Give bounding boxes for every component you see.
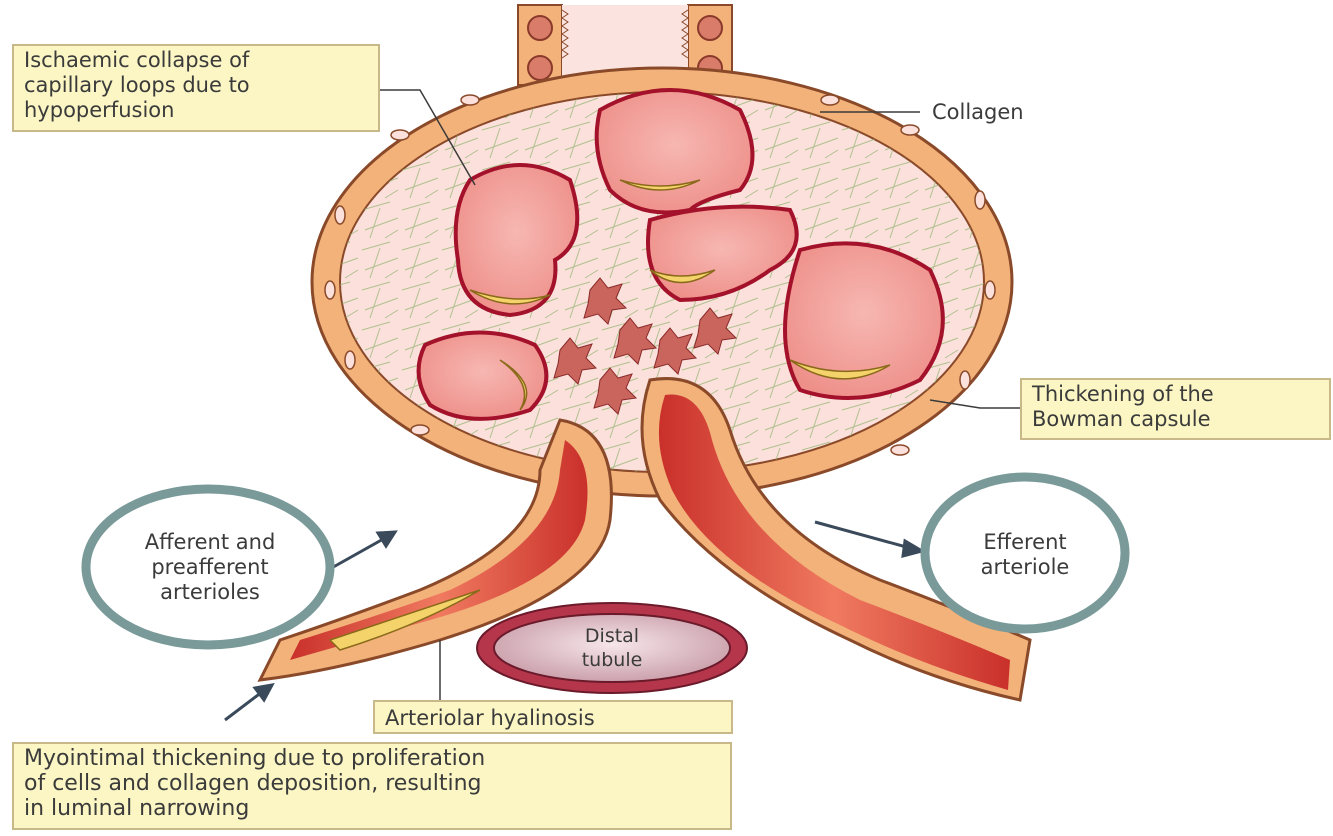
efferent-label: Efferent arteriole (955, 530, 1095, 580)
bowman-capsule-label: Thickening of the Bowman capsule (1020, 378, 1331, 440)
collagen-label: Collagen (932, 100, 1024, 125)
bowman-line-1: Thickening of the (1032, 382, 1319, 407)
distal-line-1: Distal (562, 624, 662, 648)
afferent-arrowhead (378, 532, 395, 546)
myointimal-thickening-label: Myointimal thickening due to proliferati… (12, 742, 732, 830)
ischaemic-line-3: hypoperfusion (24, 98, 368, 123)
efferent-arrowhead (903, 541, 922, 556)
myointimal-arrowhead (255, 685, 272, 700)
distal-line-2: tubule (562, 648, 662, 672)
afferent-arrow (328, 538, 385, 570)
arteriolar-hyalinosis-label: Arteriolar hyalinosis (373, 700, 733, 734)
bowman-line-2: Bowman capsule (1032, 407, 1319, 432)
afferent-line-1: Afferent and (100, 530, 320, 555)
ischaemic-collapse-label: Ischaemic collapse of capillary loops du… (12, 44, 380, 132)
myointimal-arrow (225, 692, 262, 720)
ischaemic-line-2: capillary loops due to (24, 73, 368, 98)
afferent-line-3: arterioles (100, 580, 320, 605)
afferent-label: Afferent and preafferent arterioles (100, 530, 320, 605)
afferent-line-2: preafferent (100, 555, 320, 580)
efferent-line-2: arteriole (955, 555, 1095, 580)
distal-tubule-label: Distal tubule (562, 624, 662, 672)
myointimal-line-1: Myointimal thickening due to proliferati… (24, 746, 720, 771)
efferent-line-1: Efferent (955, 530, 1095, 555)
myointimal-line-3: in luminal narrowing (24, 796, 720, 821)
efferent-arrow (815, 522, 910, 548)
myointimal-line-2: of cells and collagen deposition, result… (24, 771, 720, 796)
ischaemic-line-1: Ischaemic collapse of (24, 48, 368, 73)
